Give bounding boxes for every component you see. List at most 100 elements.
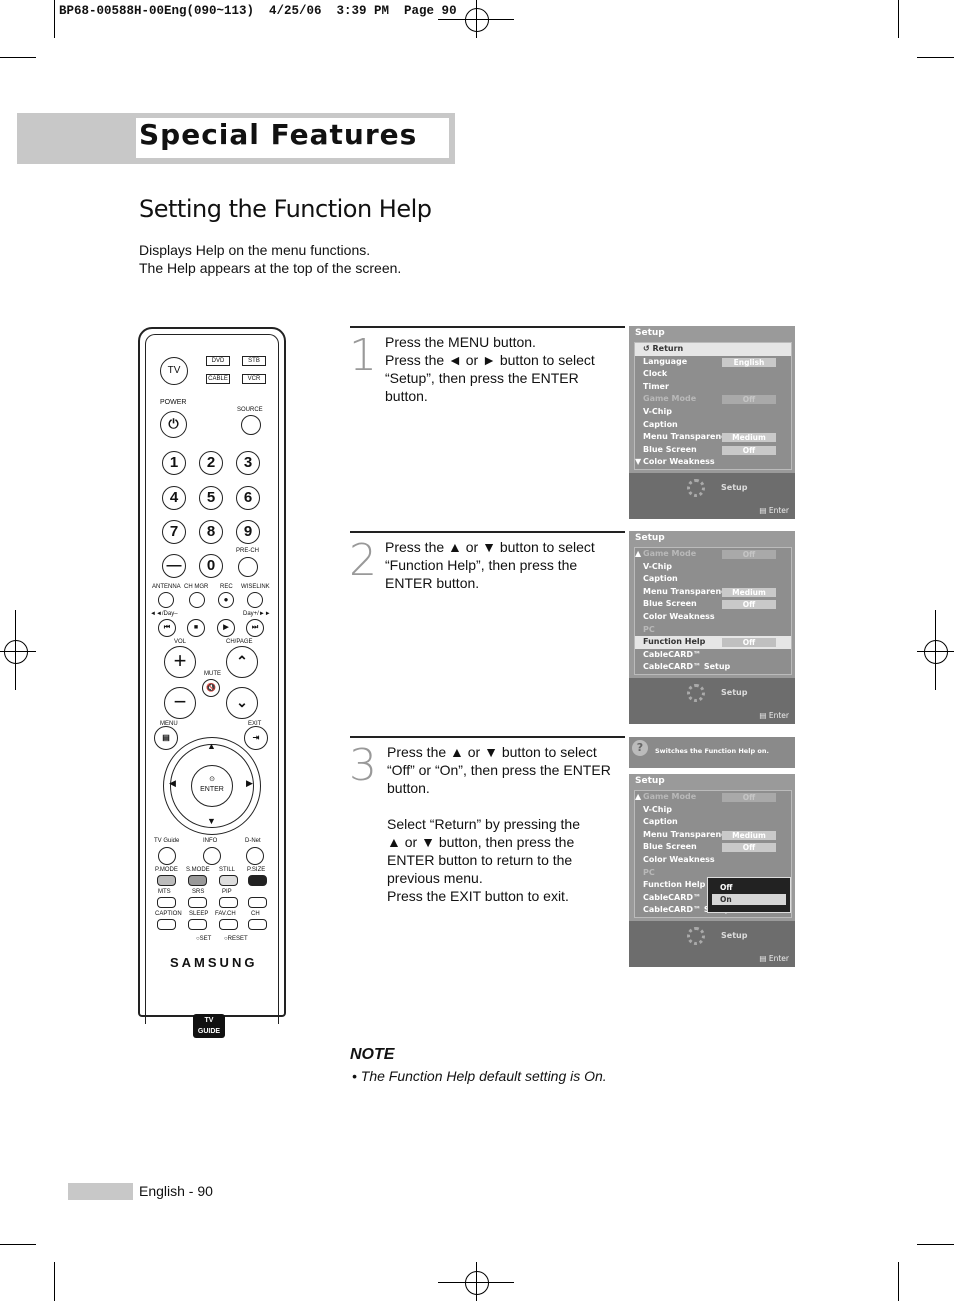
sleep-button[interactable] bbox=[188, 919, 207, 930]
step-number: 1 bbox=[349, 330, 377, 381]
rec-button[interactable]: ● bbox=[218, 592, 234, 608]
osd-footer: Setup ▤ Enter bbox=[629, 678, 795, 724]
still-button[interactable] bbox=[219, 875, 238, 886]
rewind-button[interactable]: ⏮ bbox=[158, 619, 176, 637]
stb-button[interactable]: STB bbox=[242, 356, 266, 366]
osd-row-cablecard-setup[interactable]: CableCARD™ Setup bbox=[643, 662, 731, 672]
tv-button[interactable]: TV bbox=[160, 357, 188, 385]
menu-button[interactable]: ▤ bbox=[154, 726, 178, 750]
antenna-button[interactable] bbox=[158, 592, 174, 608]
osd-row-cablecard[interactable]: CableCARD™ bbox=[643, 892, 702, 902]
osd-row-caption[interactable]: Caption bbox=[643, 419, 678, 429]
digit-8-button[interactable]: 8 bbox=[199, 520, 223, 544]
osd-row-return[interactable]: ↺ Return bbox=[635, 343, 791, 356]
source-button[interactable] bbox=[241, 415, 261, 435]
osd-row-color-weakness[interactable]: Color Weakness bbox=[643, 611, 715, 621]
info-button[interactable] bbox=[203, 847, 221, 865]
psize-button[interactable] bbox=[248, 875, 267, 886]
enter-button[interactable]: ⊙ENTER bbox=[191, 765, 233, 807]
ch-down-button[interactable]: ⌄ bbox=[226, 687, 258, 719]
dropdown-option-off[interactable]: Off bbox=[720, 883, 733, 892]
osd-row-caption[interactable]: Caption bbox=[643, 817, 678, 827]
mts-button[interactable] bbox=[157, 897, 176, 908]
play-pause-button[interactable]: ▶ bbox=[217, 619, 235, 637]
ch-button[interactable] bbox=[248, 919, 267, 930]
favch-button[interactable] bbox=[219, 919, 238, 930]
dvd-button[interactable]: DVD bbox=[206, 356, 230, 366]
cable-button[interactable]: CABLE bbox=[206, 374, 230, 384]
osd-row-cablecard[interactable]: CableCARD™ bbox=[643, 649, 702, 659]
down-arrow-button[interactable]: ▼ bbox=[207, 816, 216, 826]
mute-button[interactable]: 🔇 bbox=[202, 679, 220, 697]
digit-7-button[interactable]: 7 bbox=[162, 520, 186, 544]
wiselink-button[interactable] bbox=[247, 592, 263, 608]
osd-row-function-help[interactable]: Function Help bbox=[643, 880, 706, 890]
prech-button[interactable] bbox=[238, 557, 258, 577]
dash-button[interactable]: — bbox=[162, 554, 186, 578]
osd-row-clock[interactable]: Clock bbox=[643, 369, 668, 379]
digit-2-button[interactable]: 2 bbox=[199, 451, 223, 475]
mute-icon: 🔇 bbox=[206, 683, 216, 692]
step-rule bbox=[350, 531, 625, 533]
osd-row-vchip[interactable]: V-Chip bbox=[643, 804, 672, 814]
vol-up-button[interactable]: + bbox=[164, 646, 196, 678]
vol-down-button[interactable]: − bbox=[164, 687, 196, 719]
pip-channel-button[interactable] bbox=[248, 897, 267, 908]
vcr-button[interactable]: VCR bbox=[242, 374, 266, 384]
osd-row-cablecard-setup[interactable]: CableCARD™ Setup bbox=[643, 905, 731, 915]
ch-up-button[interactable]: ⌃ bbox=[226, 646, 258, 678]
digit-5-button[interactable]: 5 bbox=[199, 486, 223, 510]
up-arrow-button[interactable]: ▲ bbox=[207, 741, 216, 751]
chmgr-button[interactable] bbox=[189, 592, 205, 608]
smode-button[interactable] bbox=[188, 875, 207, 886]
set-label[interactable]: ○SET bbox=[196, 936, 212, 942]
left-arrow-button[interactable]: ◀ bbox=[169, 778, 176, 788]
reset-label[interactable]: ○RESET bbox=[224, 936, 248, 942]
digit-9-button[interactable]: 9 bbox=[236, 520, 260, 544]
step-text: Press the ▲ or ▼ button to select “Off” … bbox=[387, 743, 611, 905]
digit-6-button[interactable]: 6 bbox=[236, 486, 260, 510]
srs-button[interactable] bbox=[188, 897, 207, 908]
intro-line: The Help appears at the top of the scree… bbox=[139, 260, 402, 276]
osd-help-bar: ? Switches the Function Help on. bbox=[629, 737, 795, 768]
osd-row-color-weakness[interactable]: Color Weakness bbox=[643, 854, 715, 864]
osd-value: Off bbox=[722, 600, 776, 610]
digit-0-button[interactable]: 0 bbox=[199, 554, 223, 578]
exit-button[interactable]: ⇥ bbox=[244, 726, 268, 750]
day-plus-label: Day+/►► bbox=[243, 611, 271, 617]
caption-button[interactable] bbox=[157, 919, 176, 930]
digit-4-button[interactable]: 4 bbox=[162, 486, 186, 510]
dropdown-option-on[interactable]: On bbox=[712, 894, 786, 905]
stop-button[interactable]: ■ bbox=[187, 619, 205, 637]
crop-mark bbox=[0, 1244, 36, 1245]
dnet-button[interactable] bbox=[246, 847, 264, 865]
osd-row-vchip[interactable]: V-Chip bbox=[643, 561, 672, 571]
pmode-button[interactable] bbox=[157, 875, 176, 886]
caption-label: CAPTION bbox=[155, 911, 182, 917]
pip-button[interactable] bbox=[219, 897, 238, 908]
forward-button[interactable]: ⏭ bbox=[246, 619, 264, 637]
tvguide-button[interactable] bbox=[158, 847, 176, 865]
right-arrow-button[interactable]: ▶ bbox=[246, 778, 253, 788]
osd-footer-label: Setup bbox=[721, 931, 748, 940]
enter-hint: ▤ Enter bbox=[759, 954, 789, 963]
digit-3-button[interactable]: 3 bbox=[236, 451, 260, 475]
digit-1-button[interactable]: 1 bbox=[162, 451, 186, 475]
osd-row-color-weakness[interactable]: ▼Color Weakness bbox=[635, 456, 791, 469]
power-button[interactable]: ⏻ bbox=[160, 411, 187, 438]
remote-inner-outline bbox=[145, 334, 279, 1024]
registration-line bbox=[15, 610, 16, 690]
scroll-down-icon: ▼ bbox=[635, 457, 642, 467]
osd-row-timer[interactable]: Timer bbox=[643, 381, 669, 391]
step-line: Press the ◄ or ► button to select bbox=[385, 352, 595, 368]
osd-row-vchip[interactable]: V-Chip bbox=[643, 406, 672, 416]
osd-row-caption[interactable]: Caption bbox=[643, 574, 678, 584]
